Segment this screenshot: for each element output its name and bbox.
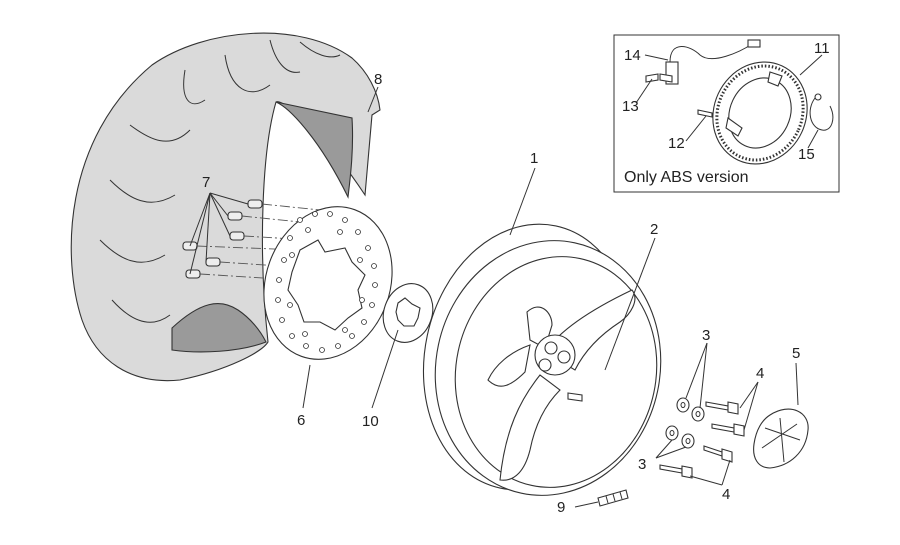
callout-2: 2 <box>650 221 658 238</box>
callout-5: 5 <box>792 345 800 362</box>
washers <box>665 397 705 449</box>
tire <box>70 32 381 382</box>
abs-sensor <box>659 39 761 85</box>
disc-adapter <box>382 283 434 343</box>
leader-lines <box>189 54 823 508</box>
callout-6: 6 <box>297 412 305 429</box>
callout-11: 11 <box>814 40 830 57</box>
callout-15: 15 <box>798 146 815 163</box>
brake-disc <box>263 206 393 360</box>
hub-cover <box>753 408 809 469</box>
callout-1: 1 <box>530 150 538 167</box>
abs-inset-caption: Only ABS version <box>624 169 749 186</box>
abs-tone-ring <box>712 61 808 165</box>
callout-10: 10 <box>362 413 379 430</box>
stud-bolts <box>182 199 321 281</box>
callout-8: 8 <box>374 71 382 88</box>
circlip-15 <box>809 93 834 131</box>
callout-4-lower: 4 <box>722 486 730 503</box>
callout-3-upper: 3 <box>702 327 710 344</box>
callout-labels: 1 2 3 3 4 4 5 6 7 8 9 10 11 12 13 14 15 … <box>202 40 830 516</box>
callout-14: 14 <box>624 47 641 64</box>
callout-9: 9 <box>557 499 565 516</box>
abs-screw-12 <box>697 109 713 118</box>
callout-12: 12 <box>668 135 685 152</box>
callout-13: 13 <box>622 98 639 115</box>
callout-4-upper: 4 <box>756 365 764 382</box>
abs-inset <box>613 34 840 193</box>
wheel-rim <box>422 223 662 496</box>
balance-weight <box>597 489 629 507</box>
abs-screw-13 <box>645 73 659 83</box>
bolts <box>659 401 745 479</box>
callout-3-lower: 3 <box>638 456 646 473</box>
callout-7: 7 <box>202 174 210 191</box>
